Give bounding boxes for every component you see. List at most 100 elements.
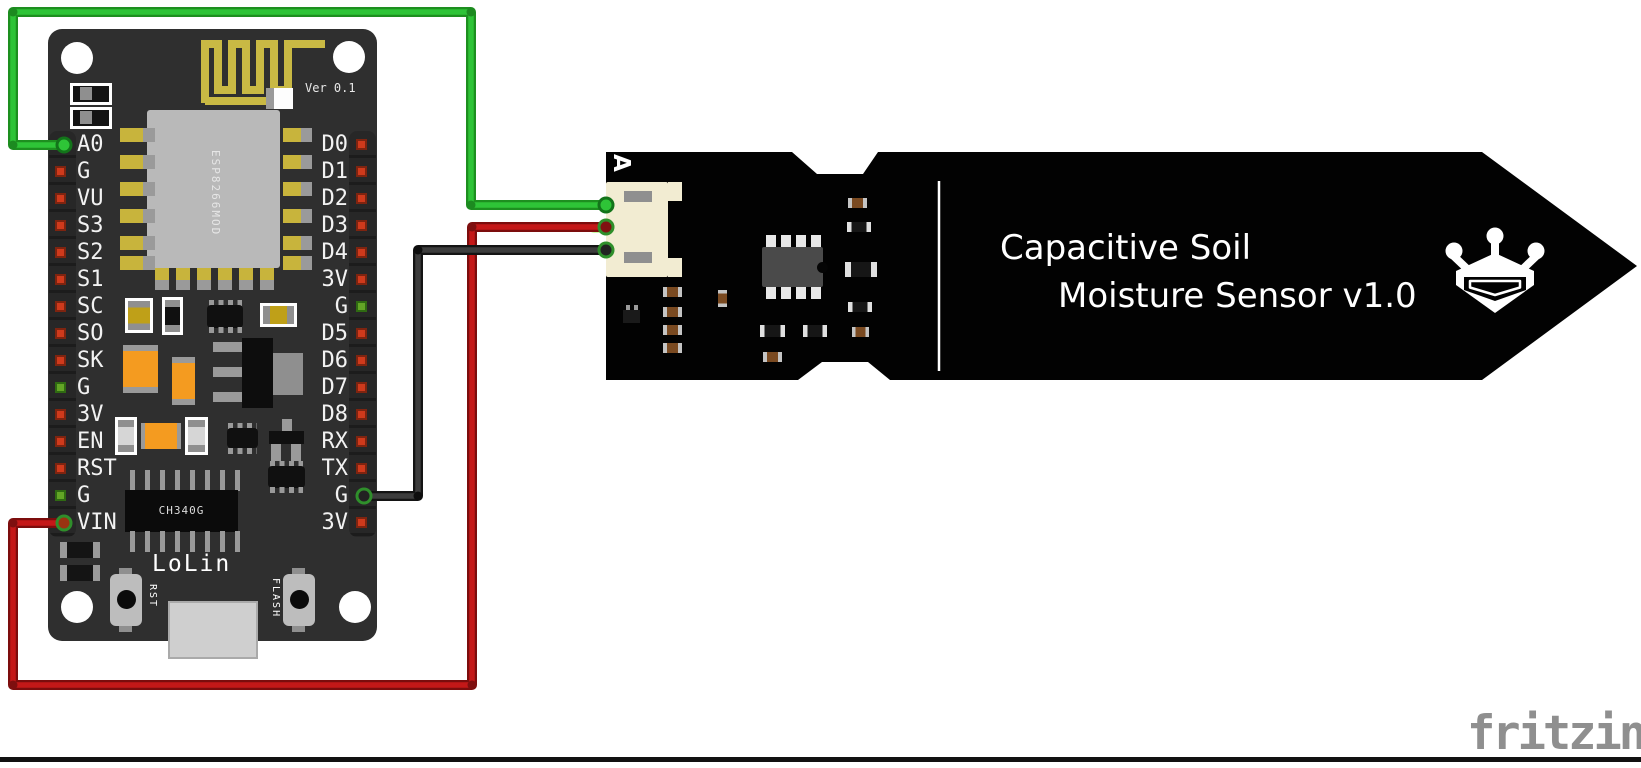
pin-label-SC[interactable]: SC (77, 294, 104, 319)
pin-label-D5[interactable]: D5 (321, 321, 349, 346)
pin-pad-left-SO[interactable] (55, 328, 66, 339)
pin-pad-left-S1[interactable] (55, 274, 66, 285)
version-label: Ver 0.1 (305, 81, 356, 95)
fritzing-watermark: fritzing (1467, 706, 1641, 761)
pin-label-RST[interactable]: RST (77, 456, 117, 481)
pin-label-G[interactable]: G (334, 294, 348, 319)
regulator-tab (273, 353, 303, 395)
pin-label-3V[interactable]: 3V (321, 510, 349, 535)
esp-pad (155, 268, 169, 280)
esp-pad (197, 268, 211, 280)
smd-resistor (763, 352, 782, 362)
pin-pad-right-D3[interactable] (356, 220, 367, 231)
pin-label-VIN[interactable]: VIN (77, 510, 117, 535)
esp-pad (155, 280, 169, 290)
pin-label-D4[interactable]: D4 (321, 240, 349, 265)
pin-label-D0[interactable]: D0 (321, 132, 349, 157)
wire-end-vin[interactable] (55, 514, 73, 532)
esp-pad (239, 268, 253, 280)
wire-red-power[interactable] (8, 222, 606, 690)
pin-label-D3[interactable]: D3 (321, 213, 349, 238)
bottom-frame-line (0, 757, 1641, 762)
pin-pad-left-G[interactable] (55, 490, 66, 501)
wire-bendpoints[interactable] (8, 7, 477, 690)
esp-pad (301, 209, 312, 223)
pin-pad-right-D5[interactable] (356, 328, 367, 339)
pin-label-3V[interactable]: 3V (77, 402, 104, 427)
wire-end-a0[interactable] (55, 136, 73, 154)
pin-label-G[interactable]: G (77, 375, 91, 400)
pin-pad-right-G[interactable] (356, 301, 367, 312)
soic8-pin (796, 235, 806, 248)
wire-black-ground[interactable] (364, 247, 606, 499)
esp-pad (301, 256, 312, 270)
pin-label-D6[interactable]: D6 (321, 348, 349, 373)
sensor-board[interactable] (606, 152, 1637, 380)
smd-resistor (663, 287, 682, 297)
pin-pad-left-3V[interactable] (55, 409, 66, 420)
pin-label-S2[interactable]: S2 (77, 240, 104, 265)
pin-pad-left-SC[interactable] (55, 301, 66, 312)
pin-label-SK[interactable]: SK (77, 348, 104, 373)
pin-pad-left-G[interactable] (55, 382, 66, 393)
mounting-hole (333, 41, 365, 73)
pin-label-D7[interactable]: D7 (321, 375, 349, 400)
pin-pad-right-RX[interactable] (356, 436, 367, 447)
pin-label-G[interactable]: G (77, 159, 91, 184)
pin-pad-right-3V[interactable] (356, 517, 367, 528)
pin-label-TX[interactable]: TX (321, 456, 349, 481)
pin-label-G[interactable]: G (334, 483, 348, 508)
pin-pad-right-D6[interactable] (356, 355, 367, 366)
esp-pad (143, 182, 155, 196)
pin-pad-left-RST[interactable] (55, 463, 66, 474)
ic-legs (209, 327, 242, 333)
pin-pad-right-D0[interactable] (356, 139, 367, 150)
pin-pad-left-G[interactable] (55, 166, 66, 177)
wire-end-gnd[interactable] (355, 487, 373, 505)
pin-label-G[interactable]: G (77, 483, 91, 508)
wire-end-sensor-plus[interactable] (597, 218, 615, 236)
pin-pad-left-VU[interactable] (55, 193, 66, 204)
pin-pad-right-TX[interactable] (356, 463, 367, 474)
pin-label-S3[interactable]: S3 (77, 213, 104, 238)
pin-label-VU[interactable]: VU (77, 186, 104, 211)
flash-button-cap[interactable] (290, 590, 309, 609)
jst-contact (624, 252, 652, 263)
pin-label-A0[interactable]: A0 (77, 132, 104, 157)
pin-label-D1[interactable]: D1 (321, 159, 349, 184)
pin-pad-left-EN[interactable] (55, 436, 66, 447)
esp-pad (301, 128, 312, 142)
smd-resistor (663, 307, 682, 317)
pin-label-D2[interactable]: D2 (321, 186, 349, 211)
rst-button-cap[interactable] (117, 590, 136, 609)
pin-pad-right-D8[interactable] (356, 409, 367, 420)
wire-red-power[interactable] (10, 224, 606, 688)
pin-pad-right-D7[interactable] (356, 382, 367, 393)
wire-green-analog[interactable] (10, 9, 606, 208)
pin-label-S1[interactable]: S1 (77, 267, 104, 292)
pin-label-D8[interactable]: D8 (321, 402, 349, 427)
esp-pad (260, 280, 274, 290)
pin-pad-left-SK[interactable] (55, 355, 66, 366)
wire-end-sensor-minus[interactable] (597, 241, 615, 259)
smd-resistor (260, 303, 297, 327)
pin-label-EN[interactable]: EN (77, 429, 104, 454)
smd-resistor (718, 290, 727, 307)
pin-label-3V[interactable]: 3V (321, 267, 349, 292)
pin-label-RX[interactable]: RX (321, 429, 349, 454)
wire-black-ground[interactable] (364, 245, 606, 501)
pin-label-SO[interactable]: SO (77, 321, 104, 346)
wire-green-analog[interactable] (8, 7, 606, 210)
pin-pad-left-S3[interactable] (55, 220, 66, 231)
pin-pad-left-S2[interactable] (55, 247, 66, 258)
jst-contact (624, 191, 652, 202)
wire-end-sensor-a[interactable] (597, 196, 615, 214)
capacitor-orange (172, 357, 195, 405)
pin-pad-right-D4[interactable] (356, 247, 367, 258)
pin-pad-right-3V[interactable] (356, 274, 367, 285)
pin-pad-right-D2[interactable] (356, 193, 367, 204)
ic-chip (268, 466, 305, 488)
pin-pad-right-D1[interactable] (356, 166, 367, 177)
transistor-leg (282, 419, 292, 432)
